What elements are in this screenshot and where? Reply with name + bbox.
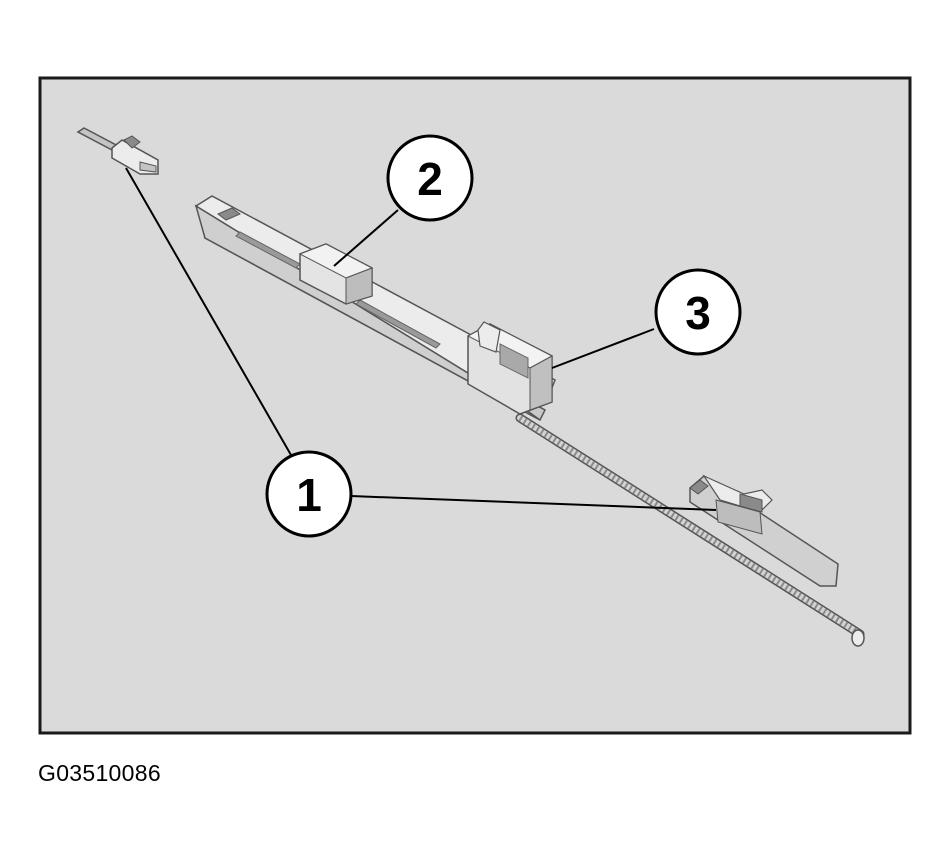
leader-line-1-upper (125, 167, 292, 456)
callout-2-label: 2 (417, 153, 443, 205)
leader-line-2 (333, 209, 399, 267)
callout-3-label: 3 (685, 287, 711, 339)
callout-1-label: 1 (296, 469, 322, 521)
leader-line-3 (551, 328, 655, 369)
guide-rail-part (194, 195, 556, 422)
figure-code: G03510086 (38, 760, 161, 786)
diagram-panel (38, 76, 912, 735)
drive-cable (515, 413, 865, 647)
leader-line-1-lower (350, 495, 717, 511)
carrier-part (466, 321, 554, 415)
leader-lines (125, 167, 717, 511)
callout-1: 1 (265, 450, 353, 538)
clip-part-lower (689, 474, 839, 587)
callout-3: 3 (654, 268, 742, 356)
callout-2: 2 (386, 134, 474, 222)
clip-part-upper (76, 127, 159, 175)
